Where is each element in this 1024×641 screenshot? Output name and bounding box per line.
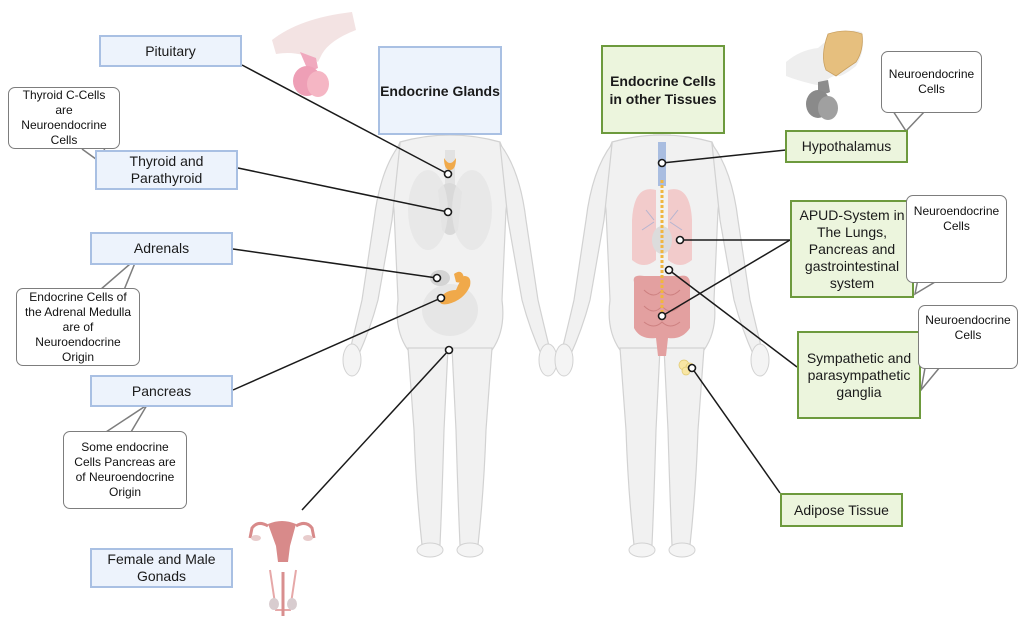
label-pituitary-text: Pituitary xyxy=(145,42,196,59)
callout-adrenal-text: Endocrine Cells of the Adrenal Medulla a… xyxy=(24,289,132,364)
label-adrenals: Adrenals xyxy=(90,232,233,265)
hypothalamus-pituitary-icon xyxy=(786,30,864,120)
female-reproductive-organ-icon xyxy=(248,521,316,562)
left-lung-icon xyxy=(632,189,656,265)
callout-adrenal-medulla: Endocrine Cells of the Adrenal Medulla a… xyxy=(16,288,140,366)
label-adipose-text: Adipose Tissue xyxy=(794,501,889,518)
callout-pancreas-text: Some endocrine Cells Pancreas are of Neu… xyxy=(74,440,176,499)
callout-thyroid-c-cells: Thyroid C-Cells are Neuroendocrine Cells xyxy=(8,87,120,149)
label-sympathetic-ganglia: Sympathetic and parasympathetic ganglia xyxy=(797,331,921,419)
right-lung-icon xyxy=(668,189,692,265)
callout-thyroid-text: Thyroid C-Cells are Neuroendocrine Cells xyxy=(21,88,107,147)
label-apud-text: APUD-System in The Lungs, Pancreas and g… xyxy=(799,206,905,291)
label-hypothalamus: Hypothalamus xyxy=(785,130,908,163)
pituitary-gland-icon xyxy=(272,12,356,97)
label-adipose-tissue: Adipose Tissue xyxy=(780,493,903,527)
connector-lines xyxy=(232,64,798,511)
callout-ganglia-text: Neuroendocrine Cells xyxy=(925,313,1011,342)
connector-dots xyxy=(432,158,697,373)
callout-hypothalamus-neuroendocrine: Neuroendocrine Cells xyxy=(881,51,982,113)
male-reproductive-organ-icon xyxy=(269,569,297,616)
callout-apud-text: Neuroendocrine Cells xyxy=(913,204,1000,233)
label-pituitary: Pituitary xyxy=(99,35,242,67)
callout-apud-neuroendocrine: Neuroendocrine Cells xyxy=(906,195,1007,283)
callout-hypothalamus-text: Neuroendocrine Cells xyxy=(888,67,975,96)
human-body-left-figure xyxy=(342,65,558,558)
thyroid-icon xyxy=(444,158,456,170)
label-pancreas: Pancreas xyxy=(90,375,233,407)
pancreas-icon xyxy=(439,276,471,305)
label-hypothalamus-text: Hypothalamus xyxy=(801,138,892,154)
callout-pancreas-cells: Some endocrine Cells Pancreas are of Neu… xyxy=(63,431,187,509)
label-gonads: Female and Male Gonads xyxy=(90,548,233,588)
label-apud-system: APUD-System in The Lungs, Pancreas and g… xyxy=(790,200,914,298)
endocrine-cells-title-text: Endocrine Cells in other Tissues xyxy=(609,72,717,107)
label-gonads-text: Female and Male Gonads xyxy=(107,551,216,584)
label-thyroid-parathyroid: Thyroid and Parathyroid xyxy=(95,150,238,190)
human-body-right-figure xyxy=(554,65,770,558)
endocrine-glands-title-text: Endocrine Glands xyxy=(380,82,500,99)
label-pancreas-text: Pancreas xyxy=(131,382,192,399)
label-thyroid-text: Thyroid and Parathyroid xyxy=(129,153,204,186)
endocrine-cells-other-tissues-title: Endocrine Cells in other Tissues xyxy=(601,45,725,134)
label-adrenals-text: Adrenals xyxy=(133,240,190,256)
callout-ganglia-neuroendocrine: Neuroendocrine Cells xyxy=(918,305,1018,369)
endocrine-glands-title: Endocrine Glands xyxy=(378,46,502,135)
label-ganglia-text: Sympathetic and parasympathetic ganglia xyxy=(806,349,912,400)
